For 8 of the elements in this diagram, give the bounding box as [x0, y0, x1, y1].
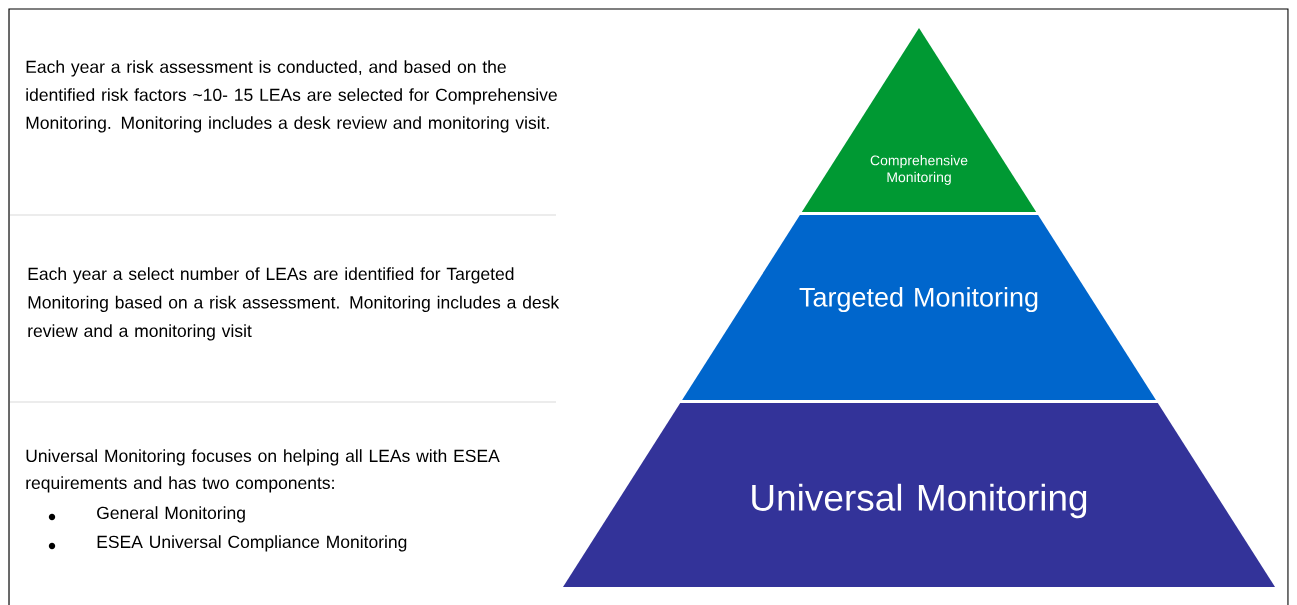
list-item: General Monitoring — [97, 506, 245, 523]
description-text: Each year a risk assessment is conducted, and based on the identified risk factors ~10- 15 LEAs are selected for Comprehensive Monitoring. Monitoring includes a desk review and monitoring visit. — [26, 60, 557, 133]
pyramid-level: Universal Monitoring — [563, 403, 1275, 587]
pyramid-level: Comprehensive Monitoring — [801, 28, 1037, 212]
description-text: Universal Monitoring focuses on helping all LEAs with ESEA requirements and has two components: — [26, 449, 500, 493]
list-item: ESEA Universal Compliance Monitoring — [97, 535, 407, 552]
description-text: Each year a select number of LEAs are identified for Targeted Monitoring based on a risk assessment. Monitoring includes a desk review and a monitoring visit — [28, 267, 560, 341]
pyramid-level: Targeted Monitoring — [682, 215, 1156, 400]
